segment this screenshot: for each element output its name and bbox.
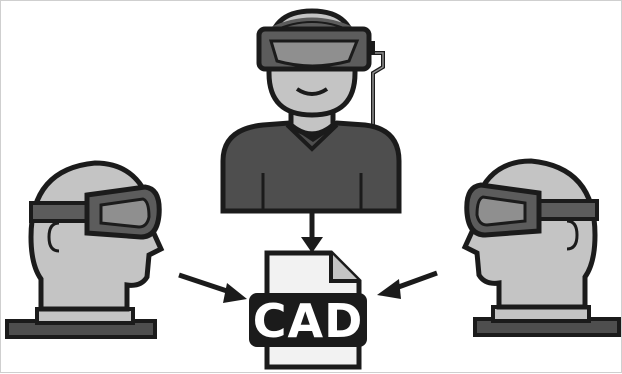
viewer-right-figure: [465, 161, 619, 335]
cad-document-icon: CAD: [249, 253, 367, 367]
viewer-left-figure: [7, 163, 161, 337]
cad-label: CAD: [253, 294, 364, 348]
arrow-right-to-doc: [377, 273, 437, 299]
arrow-down: [301, 211, 323, 253]
arrow-left-to-doc: [179, 275, 247, 303]
presenter-figure: [223, 11, 399, 211]
document-fold: [331, 253, 359, 281]
